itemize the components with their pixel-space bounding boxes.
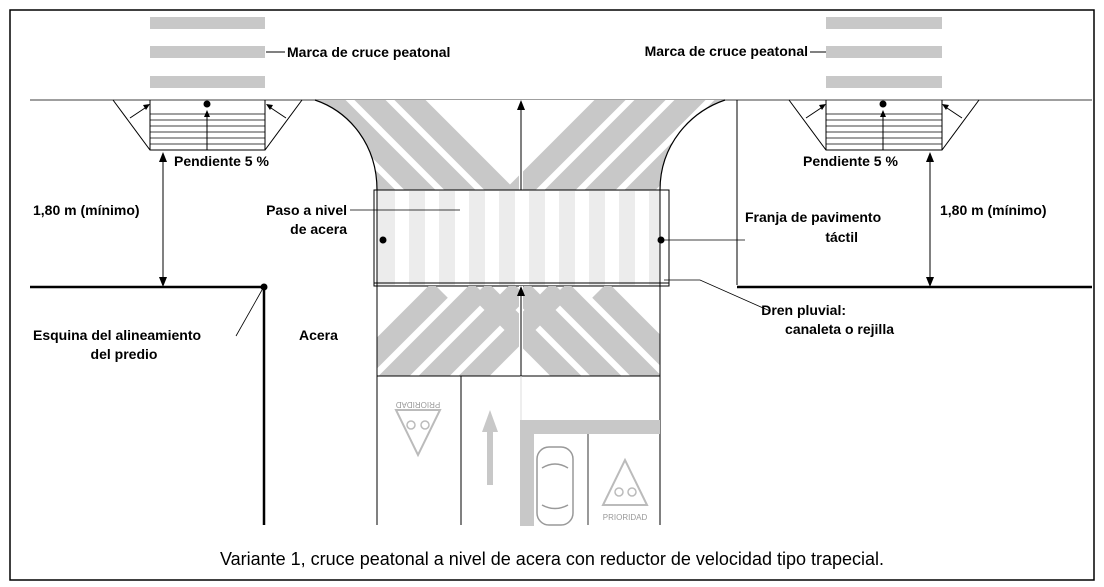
label-property-corner-2: del predio	[91, 346, 158, 362]
label-sidewalk: Acera	[299, 327, 338, 343]
label-crosswalk-mark-right: Marca de cruce peatonal	[645, 43, 808, 59]
label-min-width-right: 1,80 m (mínimo)	[940, 202, 1047, 218]
property-corner-marker	[260, 283, 268, 291]
label-drain-2: canaleta o rejilla	[785, 321, 894, 337]
car-icon	[536, 446, 574, 526]
label-tactile-strip-2: táctil	[825, 229, 858, 245]
direction-arrow-bottom	[517, 286, 525, 296]
dimension-left	[159, 152, 167, 287]
label-raised-crossing-2: de acera	[290, 221, 347, 237]
label-slope-left: Pendiente 5 %	[174, 153, 269, 169]
label-raised-crossing-1: Paso a nivel	[266, 202, 347, 218]
label-property-corner-1: Esquina del alineamiento	[33, 327, 201, 343]
curb-curve-left	[314, 99, 378, 191]
label-tactile-strip-1: Franja de pavimento	[745, 209, 881, 225]
crosswalk-marks-left	[150, 17, 265, 88]
label-slope-right: Pendiente 5 %	[803, 153, 898, 169]
figure-caption: Variante 1, cruce peatonal a nivel de ac…	[220, 549, 884, 569]
direction-arrow-top	[517, 100, 525, 110]
lane-arrow-icon	[482, 410, 498, 485]
label-crosswalk-mark-left: Marca de cruce peatonal	[287, 44, 450, 60]
raised-crossing-stripes	[395, 191, 649, 285]
dimension-right	[926, 152, 934, 287]
crosswalk-marks-right	[826, 17, 942, 88]
curb-ramp-left	[112, 99, 303, 151]
curb-ramp-right	[788, 99, 980, 151]
bike-lane-bar	[520, 420, 660, 434]
tactile-marker-left	[379, 236, 387, 244]
label-min-width-left: 1,80 m (mínimo)	[33, 202, 140, 218]
label-drain-1: Dren pluvial:	[761, 302, 846, 318]
priority-sign-left: PRIORIDAD	[394, 400, 442, 458]
priority-label-right: PRIORIDAD	[603, 513, 648, 522]
tactile-marker-right	[657, 236, 665, 244]
figure-border	[9, 9, 1095, 581]
priority-sign-right: PRIORIDAD	[601, 457, 649, 522]
curb-curve-right	[659, 99, 726, 191]
priority-label-left: PRIORIDAD	[396, 400, 441, 409]
